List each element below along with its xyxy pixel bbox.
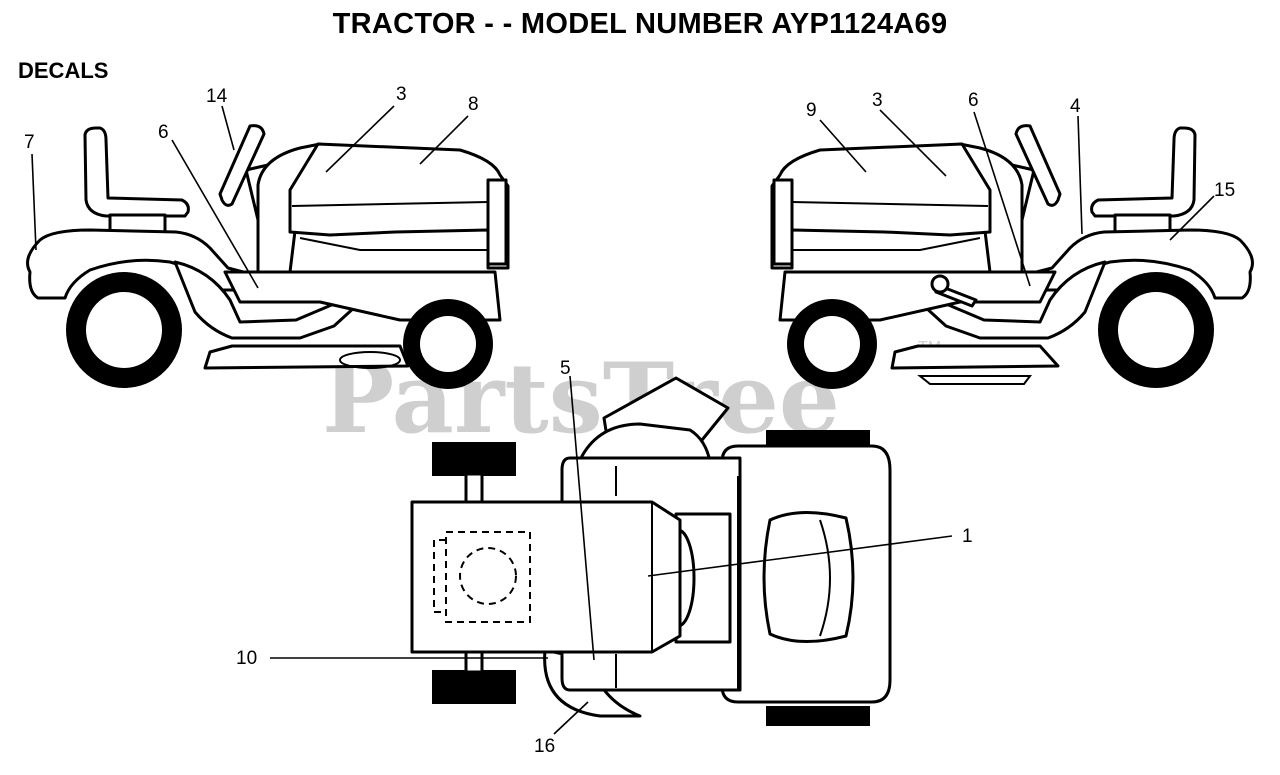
right-rear-rim [1118,292,1194,368]
callout-top-1: 1 [962,526,973,547]
callout-right-6: 6 [968,90,979,111]
right-hood [770,142,992,270]
callout-left-7: 7 [24,132,35,153]
left-side-tractor [26,124,510,389]
top-front-left-tire [432,442,516,476]
callout-right-9: 9 [806,100,817,121]
leader-top-16 [553,701,589,735]
callout-right-4: 4 [1070,96,1081,117]
right-seat [1090,126,1197,218]
leader-left-7 [31,153,37,251]
leader-right-9 [819,119,867,173]
top-seat [762,510,855,644]
right-hood-lower-line [792,237,981,251]
top-seat-back [819,519,831,637]
right-hood-line [791,201,989,207]
callout-top-5: 5 [560,358,571,379]
left-mower-deck [203,344,410,370]
top-hood [410,500,682,654]
right-grille [772,178,794,266]
left-deck-chute [339,351,401,369]
leader-left-3 [325,105,395,173]
right-side-tractor [770,124,1254,389]
callout-top-16: 16 [534,736,555,757]
callout-right-3: 3 [872,90,883,111]
top-front-right-tire [432,670,516,704]
leader-left-8 [419,115,469,165]
leader-top-1 [647,535,953,577]
right-front-rim [804,316,860,372]
top-front-left-spindle [464,472,484,506]
callout-left-6: 6 [158,122,169,143]
right-mower-deck [890,344,1060,370]
callout-numbers: 7 14 6 3 8 9 3 6 4 15 5 1 10 16 [24,84,1235,757]
leader-right-4 [1077,115,1083,235]
callout-right-15: 15 [1214,180,1235,201]
right-lever-knob [930,274,950,294]
left-rear-rim [86,292,162,368]
section-label: DECALS [18,58,109,83]
left-hood-line [291,201,489,207]
right-deck-chute [917,375,1032,385]
left-hood-lower-line [299,237,488,251]
top-view-tractor [410,376,892,726]
leader-left-6 [171,139,259,289]
top-rear-right-tire [766,706,870,726]
leader-left-14 [221,105,235,151]
left-front-rim [420,316,476,372]
right-steering-wheel [1014,124,1062,207]
leader-lines [31,105,1215,735]
leader-right-15 [1169,195,1215,241]
callout-left-14: 14 [206,86,228,107]
top-engine-side [433,539,446,613]
top-engine-outline [445,531,531,623]
leader-top-5 [569,375,595,661]
callout-left-3: 3 [396,84,407,105]
left-grille [486,178,508,266]
left-steering-wheel [218,124,266,207]
diagram-title: TRACTOR - - MODEL NUMBER AYP1124A69 [332,8,948,40]
left-seat [83,126,190,218]
left-hood [288,142,510,270]
leader-right-6 [973,111,1031,287]
callout-left-8: 8 [468,94,479,115]
callout-top-10: 10 [236,648,257,669]
leader-right-3 [879,109,947,177]
top-engine-flywheel [459,547,517,605]
